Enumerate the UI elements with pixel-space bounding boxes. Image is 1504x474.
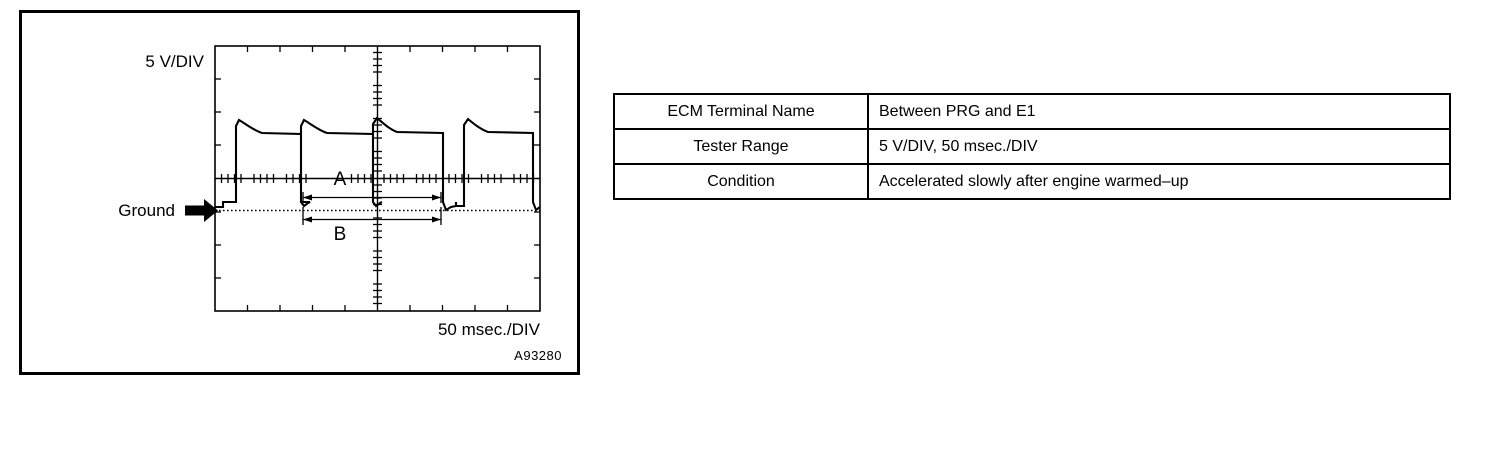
row-value-ecm-terminal-name: Between PRG and E1	[867, 93, 1451, 130]
dimension-b-label: B	[334, 224, 347, 245]
waveform-trace	[215, 116, 541, 212]
ecm-spec-table: ECM Terminal Name Between PRG and E1 Tes…	[613, 93, 1451, 200]
waveform-figure-panel: A B 5 V/DIV Ground 50 msec./DIV A93280	[19, 10, 580, 375]
row-label-condition: Condition	[613, 163, 869, 200]
row-label-tester-range: Tester Range	[613, 128, 869, 165]
table-row: Condition Accelerated slowly after engin…	[613, 163, 1451, 200]
right-edge-ticks	[534, 78, 540, 279]
figure-code-label: A93280	[514, 348, 562, 363]
bottom-edge-ticks	[246, 305, 509, 311]
dimension-b-arrow	[302, 207, 442, 225]
table-row: Tester Range 5 V/DIV, 50 msec./DIV	[613, 128, 1451, 165]
ground-label: Ground	[118, 201, 175, 220]
vertical-center-axis	[373, 46, 382, 311]
vertical-scale-label: 5 V/DIV	[145, 52, 204, 71]
top-edge-ticks	[246, 46, 509, 52]
horizontal-scale-label: 50 msec./DIV	[438, 320, 541, 339]
table-row: ECM Terminal Name Between PRG and E1	[613, 93, 1451, 130]
row-label-ecm-terminal-name: ECM Terminal Name	[613, 93, 869, 130]
oscilloscope-screen: A B 5 V/DIV Ground 50 msec./DIV A93280	[118, 45, 562, 363]
row-value-condition: Accelerated slowly after engine warmed–u…	[867, 163, 1451, 200]
ground-pointer-arrow-icon	[185, 199, 218, 222]
row-value-tester-range: 5 V/DIV, 50 msec./DIV	[867, 128, 1451, 165]
dimension-a-arrow	[302, 192, 442, 203]
dimension-a-label: A	[334, 169, 347, 190]
